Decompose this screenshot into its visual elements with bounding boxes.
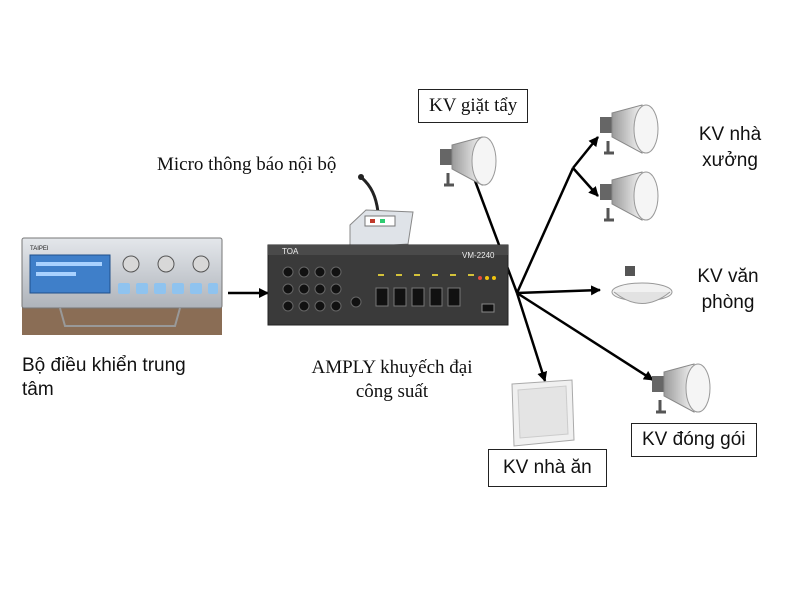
arrow-workshop-top [572,136,599,169]
amplifier-device: TOA VM-2240 [267,244,509,326]
microphone-device [349,174,414,249]
horn-speaker-packing [652,363,711,414]
packing-label: KV đóng gói [631,423,757,457]
line-to-laundry [472,177,519,294]
wall-speaker-canteen [511,379,575,447]
arrow-packing [516,291,654,382]
amp-brand-text: TOA [282,247,299,256]
ceiling-speaker-office [611,266,673,304]
arrow-canteen [515,292,548,382]
amp-model-text: VM-2240 [462,251,495,260]
line-to-workshop [515,167,575,294]
office-label: KV văn phòng [697,266,759,313]
canteen-label: KV nhà ăn [488,449,607,487]
controller-label: Bộ điều khiển trung tâm [22,355,186,400]
horn-speaker-workshop-bottom [600,171,659,222]
arrow-workshop-bottom [572,167,599,197]
connection-lines [228,136,654,382]
controller-brand-text: TAIPEI [30,246,49,252]
laundry-label: KV giặt tẩy [418,89,529,123]
workshop-label: KV nhà xưởng [698,124,762,171]
amplifier-label: AMPLY khuyếch đại công suất [311,357,473,402]
central-controller-device: TAIPEI [21,237,223,335]
horn-speaker-laundry [440,136,497,187]
microphone-label: Micro thông báo nội bộ [157,154,337,175]
arrow-office [516,285,601,296]
horn-speaker-workshop-top [600,104,659,155]
